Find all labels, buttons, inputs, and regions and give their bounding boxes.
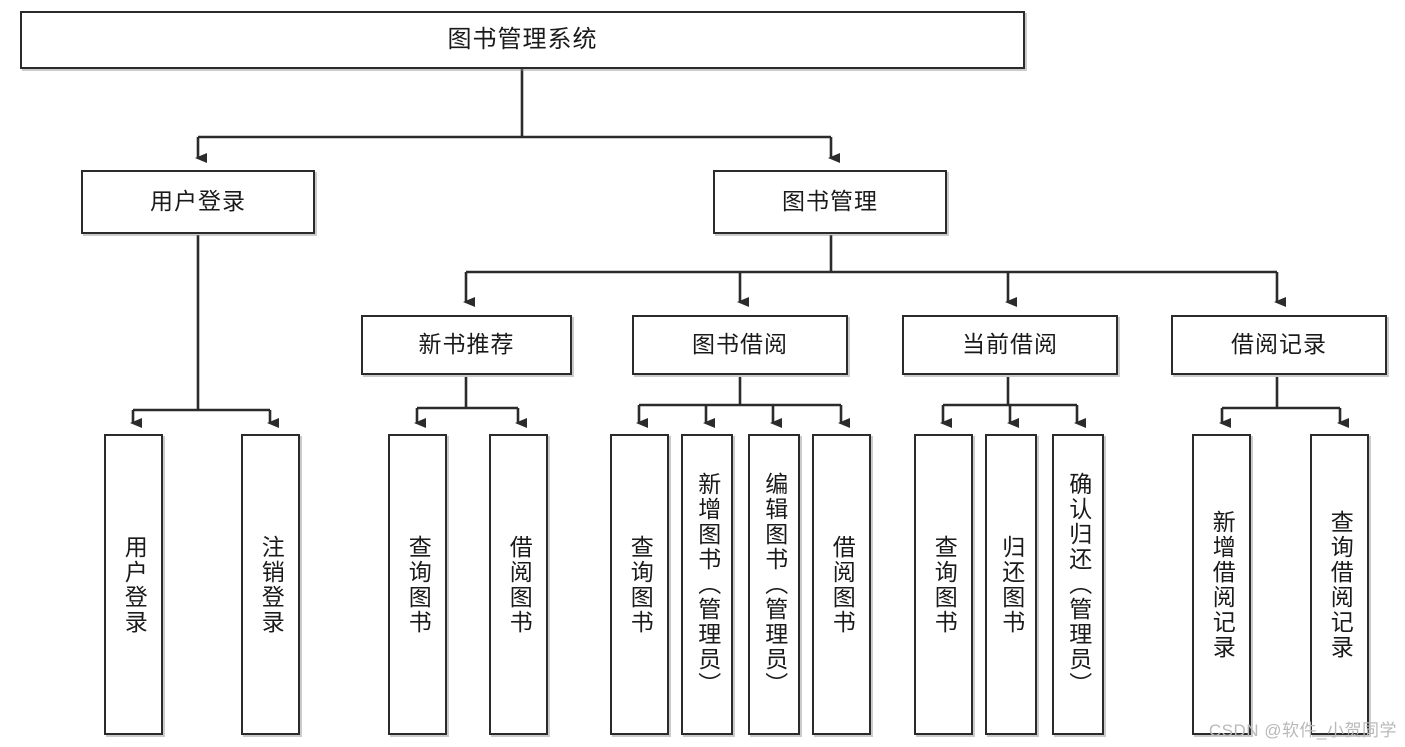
- node-leaf-user-logout[interactable]: 注销登录: [241, 434, 300, 735]
- node-borrow-record[interactable]: 借阅记录: [1171, 315, 1387, 375]
- node-leaf-edit-book-label: 编辑图书（管理员）: [761, 472, 788, 697]
- node-leaf-return-book[interactable]: 归还图书: [985, 434, 1037, 735]
- node-current-borrow-label: 当前借阅: [962, 331, 1058, 358]
- node-leaf-borrow-book-2-label: 借阅图书: [829, 534, 856, 635]
- node-user-login-label: 用户登录: [150, 188, 246, 215]
- node-borrow-record-label: 借阅记录: [1231, 331, 1327, 358]
- node-leaf-query-record-label: 查询借阅记录: [1327, 509, 1354, 660]
- node-leaf-add-record[interactable]: 新增借阅记录: [1192, 434, 1251, 735]
- node-leaf-return-book-label: 归还图书: [998, 534, 1025, 635]
- node-leaf-borrow-book-2[interactable]: 借阅图书: [812, 434, 871, 735]
- node-leaf-confirm-return-label: 确认归还（管理员）: [1065, 472, 1092, 697]
- node-book-borrow[interactable]: 图书借阅: [632, 315, 848, 375]
- node-leaf-add-book[interactable]: 新增图书（管理员）: [681, 434, 733, 735]
- node-leaf-query-book-1-label: 查询图书: [405, 534, 432, 635]
- node-leaf-add-book-label: 新增图书（管理员）: [694, 472, 721, 697]
- node-leaf-user-logout-label: 注销登录: [258, 534, 285, 635]
- node-leaf-query-book-1[interactable]: 查询图书: [388, 434, 447, 735]
- node-leaf-confirm-return[interactable]: 确认归还（管理员）: [1052, 434, 1104, 735]
- node-leaf-query-book-3-label: 查询图书: [931, 534, 958, 635]
- node-current-borrow[interactable]: 当前借阅: [902, 315, 1118, 375]
- node-root[interactable]: 图书管理系统: [20, 11, 1025, 69]
- node-leaf-edit-book[interactable]: 编辑图书（管理员）: [748, 434, 800, 735]
- node-new-book-recommend-label: 新书推荐: [418, 331, 515, 358]
- node-leaf-user-login[interactable]: 用户登录: [104, 434, 163, 735]
- node-leaf-query-book-3[interactable]: 查询图书: [914, 434, 973, 735]
- node-book-borrow-label: 图书借阅: [692, 331, 788, 358]
- node-new-book-recommend[interactable]: 新书推荐: [361, 315, 572, 375]
- node-leaf-query-book-2[interactable]: 查询图书: [610, 434, 669, 735]
- node-leaf-query-record[interactable]: 查询借阅记录: [1310, 434, 1369, 735]
- node-leaf-add-record-label: 新增借阅记录: [1209, 509, 1236, 660]
- node-leaf-user-login-label: 用户登录: [121, 534, 148, 635]
- node-book-manage-label: 图书管理: [782, 188, 878, 215]
- node-user-login[interactable]: 用户登录: [81, 170, 315, 234]
- node-leaf-borrow-book-1-label: 借阅图书: [506, 534, 533, 635]
- node-leaf-borrow-book-1[interactable]: 借阅图书: [489, 434, 548, 735]
- node-book-manage[interactable]: 图书管理: [713, 170, 947, 234]
- node-root-label: 图书管理系统: [447, 25, 598, 53]
- node-leaf-query-book-2-label: 查询图书: [627, 534, 654, 635]
